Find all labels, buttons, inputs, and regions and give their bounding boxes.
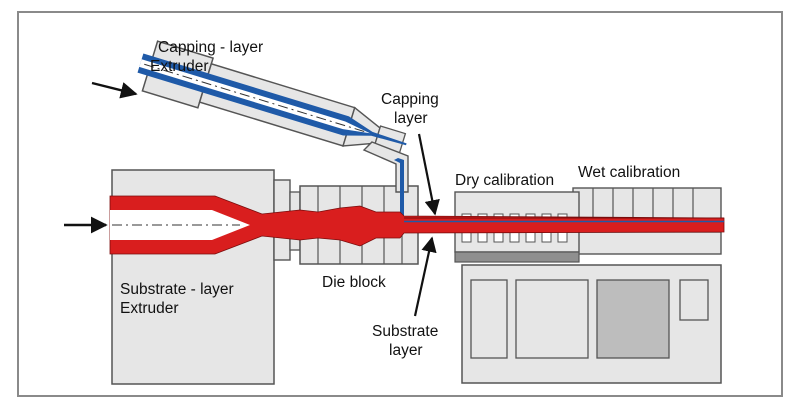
capping-feed-arrow [91,81,138,99]
substrate-extruder-label-line1: Substrate - layer [120,281,234,298]
substrate-melt-channel [109,195,725,255]
capping-feed-block [362,141,409,218]
capping-layer-label-line2: layer [394,110,428,127]
capping-feed-channel [394,158,404,218]
die-block-label: Die block [322,274,386,291]
capping-layer-pointer [417,133,440,216]
capping-extruder-label-line2: Extruder [150,58,209,75]
calibration-base-cabinet [461,264,722,384]
substrate-extruder-label-line2: Extruder [120,300,179,317]
dry-calibration-unit [454,191,580,263]
wet-calibration-label: Wet calibration [578,164,680,181]
capping-extruder [137,40,407,154]
substrate-layer-label-line2: layer [389,342,423,359]
substrate-layer-label-line1: Substrate [372,323,438,340]
capping-layer-label-line1: Capping [381,91,439,108]
capping-extruder-label-line1: Capping - layer [158,39,263,56]
wet-calibration-unit [572,187,722,255]
substrate-layer-pointer [413,236,437,317]
dry-calibration-label: Dry calibration [455,172,554,189]
